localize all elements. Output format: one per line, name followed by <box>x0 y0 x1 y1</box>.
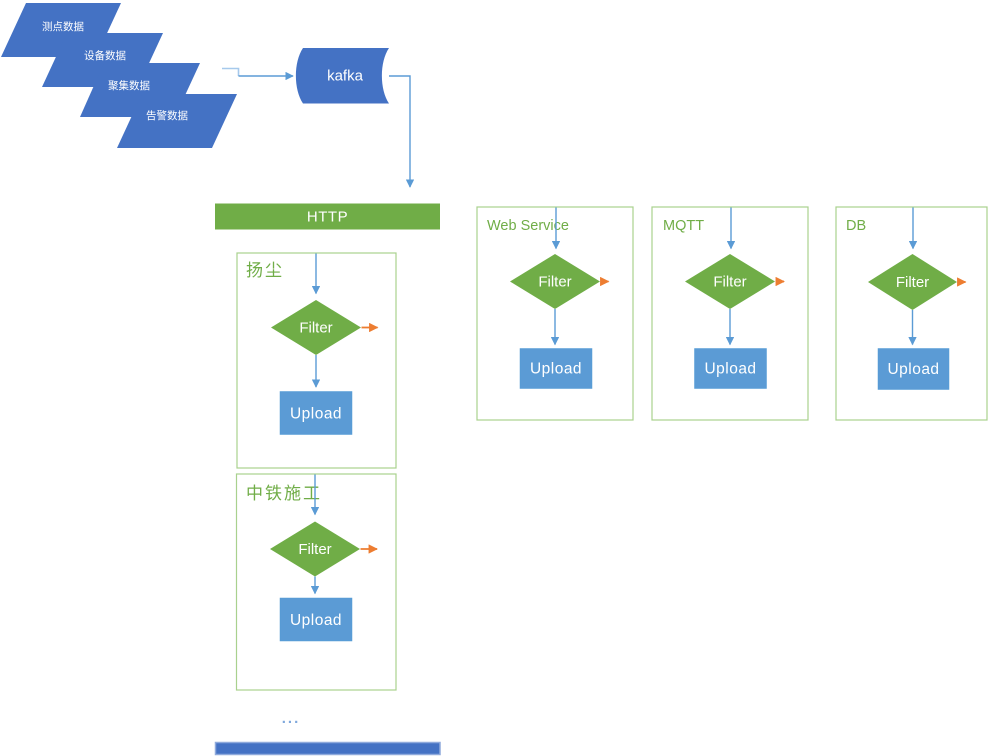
connector-kafka-to-http <box>389 75 415 188</box>
upload-label: Upload <box>290 406 342 423</box>
kafka-shape <box>295 48 389 104</box>
source-data-stack: 测点数据 设备数据 聚集数据 告警数据 <box>1 3 237 148</box>
upload-label: Upload <box>887 361 939 378</box>
filter-diamond <box>685 254 775 309</box>
channel-box <box>476 206 634 421</box>
filter-label: Filter <box>298 541 331 558</box>
channel-box <box>835 206 988 421</box>
channel-web-service: Web Service Filter Upload <box>476 206 634 421</box>
filter-label: Filter <box>713 274 746 291</box>
filter-diamond <box>868 254 957 310</box>
channel-mqtt: MQTT Filter Upload <box>651 206 809 421</box>
upload-box <box>694 348 767 389</box>
channel-label: MQTT <box>663 218 704 234</box>
group-label: 扬尘 <box>246 261 284 280</box>
bottom-bar <box>214 741 441 756</box>
filter-label: Filter <box>896 274 929 291</box>
group-label: 中铁施工 <box>246 484 322 503</box>
filter-diamond <box>270 521 360 577</box>
source-label-3: 聚集数据 <box>108 79 150 92</box>
group-zhongtie: 中铁施工 Filter Upload <box>235 473 397 691</box>
filter-label: Filter <box>538 274 571 291</box>
upload-label: Upload <box>704 361 756 378</box>
channel-label: DB <box>846 218 866 234</box>
http-bar-label: HTTP <box>307 209 348 226</box>
upload-box <box>519 348 593 389</box>
channel-box <box>651 206 809 421</box>
upload-label: Upload <box>530 361 582 378</box>
group-yangchen: 扬尘 Filter Upload <box>236 252 397 469</box>
source-label-1: 测点数据 <box>42 20 84 33</box>
upload-box <box>279 391 353 435</box>
connector-sources-elbow <box>222 67 240 76</box>
source-parallelogram-4 <box>117 94 237 148</box>
upload-box <box>877 348 950 390</box>
filter-diamond <box>510 254 600 309</box>
filter-diamond <box>271 300 361 355</box>
channel-db: DB Filter Upload <box>835 206 988 421</box>
http-bar <box>215 203 440 230</box>
source-label-4: 告警数据 <box>146 109 188 122</box>
more-groups-ellipsis: ... <box>282 710 301 727</box>
filter-label: Filter <box>299 320 332 337</box>
upload-label: Upload <box>290 612 342 629</box>
upload-box <box>279 597 353 642</box>
kafka-label: kafka <box>327 68 364 85</box>
group-box <box>235 473 397 691</box>
channel-label: Web Service <box>487 218 569 234</box>
group-box <box>236 252 397 469</box>
source-label-2: 设备数据 <box>84 49 126 62</box>
